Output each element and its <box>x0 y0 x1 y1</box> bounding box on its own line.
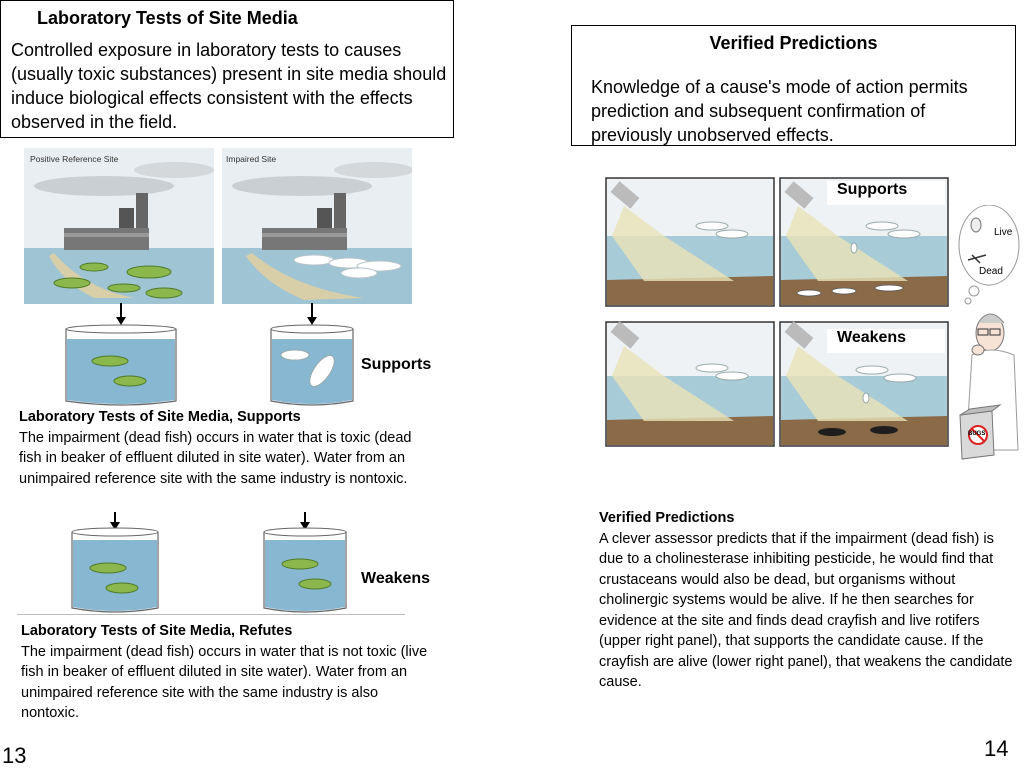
panel-supports-label: Supports <box>827 181 945 205</box>
stream-panels <box>605 177 949 447</box>
caption-refutes: Laboratory Tests of Site Media, Refutes … <box>21 621 431 724</box>
caption-verified-text: A clever assessor predicts that if the i… <box>599 530 1013 691</box>
divider-line <box>17 614 405 615</box>
beaker-reference-live-icon-2 <box>71 512 159 613</box>
lab-tests-text: Controlled exposure in laboratory tests … <box>11 40 447 132</box>
thought-live-label: Live <box>994 227 1013 238</box>
verified-predictions-title: Verified Predictions <box>709 33 878 53</box>
assessor-illustration <box>958 205 1020 460</box>
panel-weakens-label: Weakens <box>827 329 945 353</box>
reference-site-label: Positive Reference Site <box>30 154 119 164</box>
left-weakens-label: Weakens <box>361 570 431 587</box>
left-supports-label: Supports <box>361 356 432 373</box>
verified-predictions-text: Knowledge of a cause's mode of action pe… <box>591 77 968 145</box>
beakers-weakens <box>71 512 347 613</box>
beaker-impaired-live-icon <box>263 512 347 613</box>
lab-tests-box: Laboratory Tests of Site Media Controlle… <box>0 0 454 138</box>
impaired-site-label: Impaired Site <box>226 154 277 164</box>
beaker-impaired-dead-icon <box>270 303 354 406</box>
verified-predictions-box: Verified Predictions Knowledge of a caus… <box>571 25 1016 146</box>
caption-verified-title: Verified Predictions <box>599 510 735 526</box>
caption-refutes-text: The impairment (dead fish) occurs in wat… <box>21 643 428 722</box>
lab-tests-title: Laboratory Tests of Site Media <box>37 8 298 28</box>
thought-dead-label: Dead <box>979 266 1003 277</box>
page-number-right: 14 <box>984 736 1009 761</box>
beaker-reference-live-icon <box>65 303 177 406</box>
caption-supports-title: Laboratory Tests of Site Media, Supports <box>19 409 301 425</box>
caption-verified: Verified Predictions A clever assessor p… <box>599 508 1017 693</box>
caption-supports-text: The impairment (dead fish) occurs in wat… <box>19 429 412 487</box>
bugs-label: BUGS <box>968 431 986 437</box>
beakers-supports <box>65 303 354 406</box>
caption-refutes-title: Laboratory Tests of Site Media, Refutes <box>21 623 293 639</box>
caption-supports: Laboratory Tests of Site Media, Supports… <box>19 407 429 489</box>
site-illustration <box>24 148 412 304</box>
page-number-left: 13 <box>2 743 27 768</box>
